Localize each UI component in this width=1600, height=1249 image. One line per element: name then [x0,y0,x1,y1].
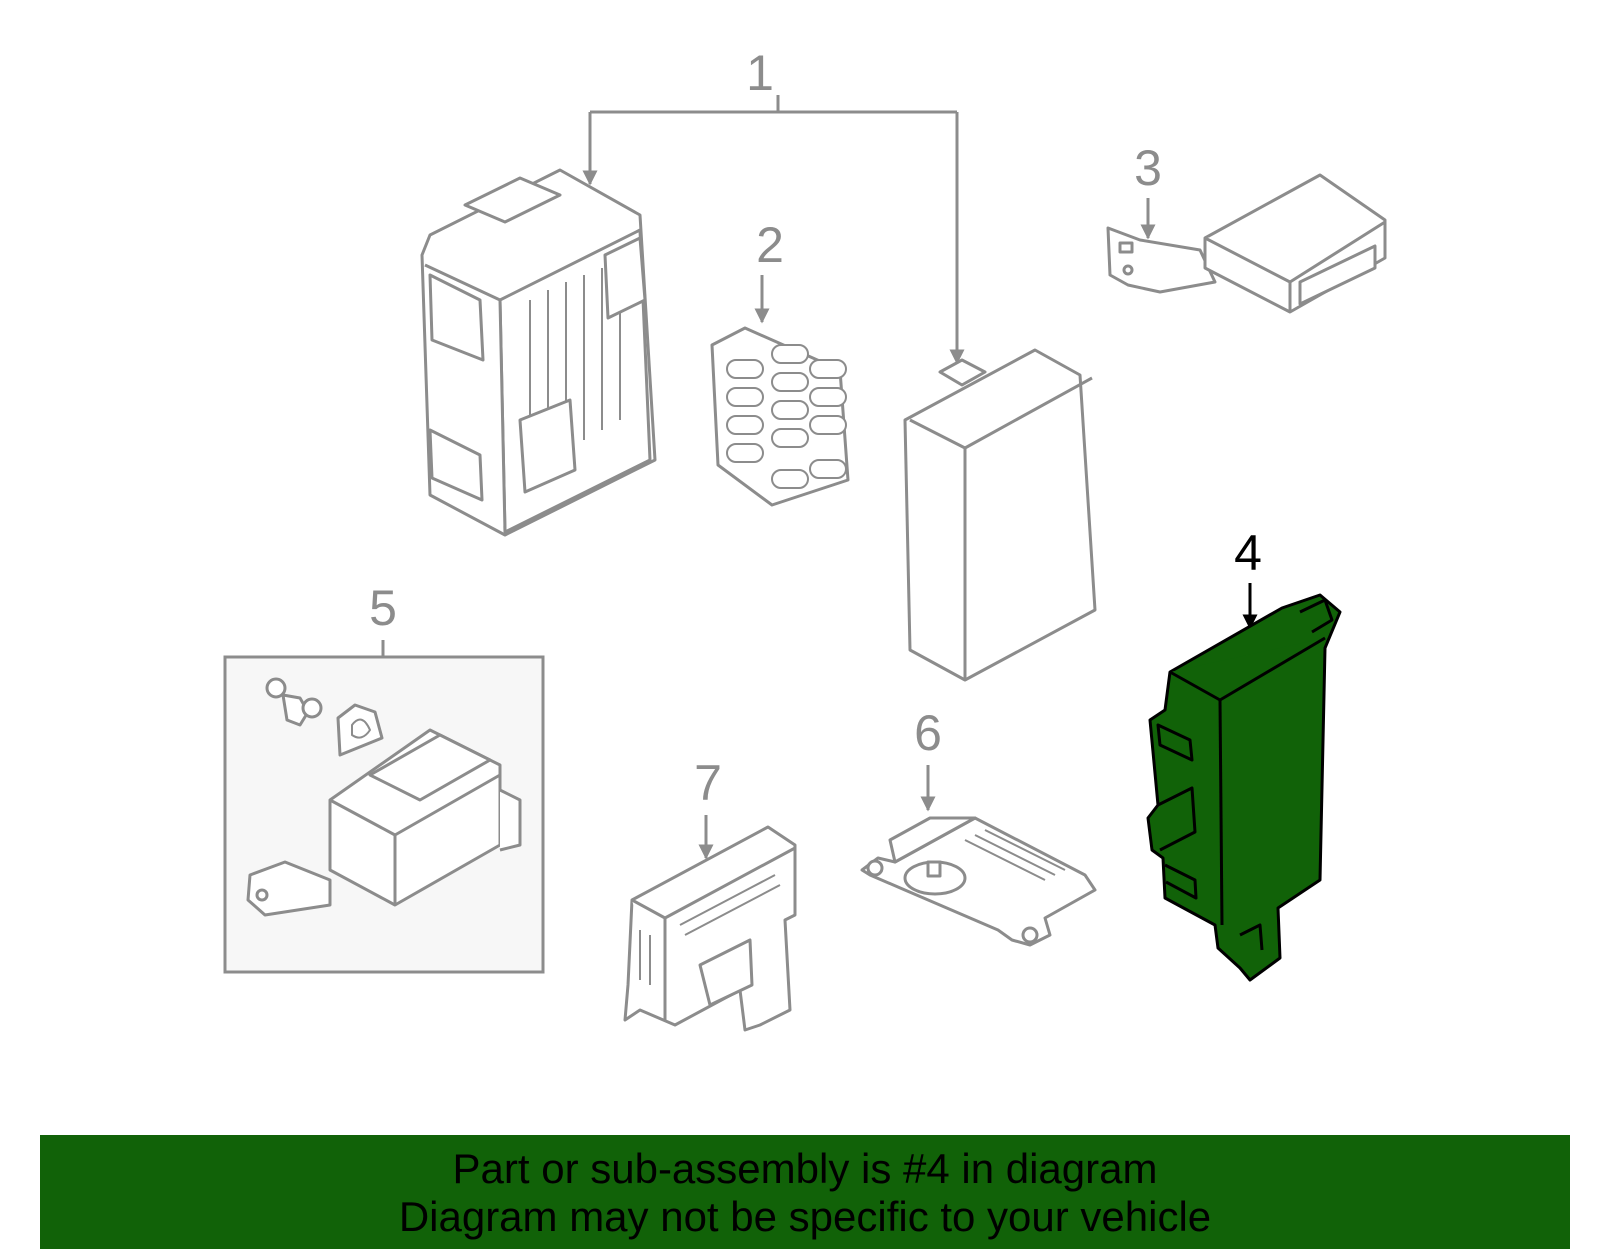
banner-line-2: Diagram may not be specific to your vehi… [398,1193,1212,1240]
module-bracket-part [1106,173,1387,314]
fuse-box-cover-part [903,348,1097,682]
callout-2: 2 [756,217,784,273]
banner-line-1: Part or sub-assembly is #4 in diagram [452,1145,1158,1192]
callout-1: 1 [746,45,774,101]
sensor-assembly-part [246,677,522,917]
callout-7: 7 [694,755,722,811]
callout-3: 3 [1134,140,1162,196]
bracket-module-part [623,825,797,1032]
relay-block-part [710,326,850,507]
control-module-part-4 [1146,593,1342,982]
callout-5: 5 [369,580,397,636]
flat-module-part [860,816,1097,947]
callout-4: 4 [1234,525,1262,581]
fuse-box-part [420,168,657,537]
callout-6: 6 [914,705,942,761]
leader-1 [588,95,959,362]
info-banner: Part or sub-assembly is #4 in diagram Di… [40,1135,1570,1249]
